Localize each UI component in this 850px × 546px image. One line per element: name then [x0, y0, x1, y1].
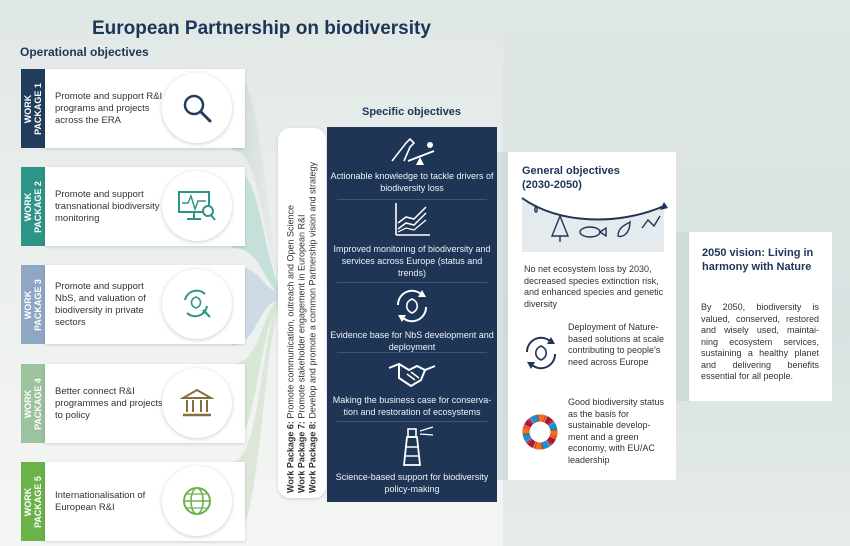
- vision-panel: 2050 vision: Living in harmony with Natu…: [689, 232, 832, 401]
- specific-text-3: Evidence base for NbS development and de…: [330, 330, 494, 352]
- separator: [337, 199, 487, 200]
- specific-text-4: Making the business case for conserva-ti…: [332, 395, 492, 417]
- leaf-magnifier-icon: [162, 269, 232, 339]
- wp3-label: WORK PACKAGE 3: [23, 278, 43, 331]
- horse-seesaw-icon: [391, 137, 435, 165]
- wp7-text: Promote stakeholder engagement in Europe…: [296, 214, 307, 422]
- wp4-label: WORK PACKAGE 4: [23, 377, 43, 430]
- page-title: European Partnership on biodiversity: [92, 18, 431, 39]
- separator: [337, 421, 487, 422]
- wp2-bar: WORK PACKAGE 2: [21, 167, 45, 246]
- general-text-3: Good biodiversity status as the basis fo…: [568, 397, 665, 465]
- biodiversity-curve-icon: [521, 197, 668, 252]
- wp4-text: Better connect R&I programmes and projec…: [55, 385, 163, 421]
- wp8-name: Work Package 8:: [307, 421, 318, 493]
- general-text-2: Deployment of Nature-based solutions at …: [568, 322, 665, 367]
- specific-panel: Actionable knowledge to tackle drivers o…: [327, 127, 497, 502]
- vision-text: By 2050, biodiversity is valued, conserv…: [701, 302, 819, 381]
- line-chart-icon: [395, 203, 430, 236]
- wp8-text: Develop and promote a common Partnership…: [307, 161, 318, 422]
- wp5-text: Internationalisation of European R&I: [55, 489, 146, 513]
- wp3-bar: WORK PACKAGE 3: [21, 265, 45, 344]
- separator: [337, 352, 487, 353]
- general-heading: General objectives (2030-2050): [522, 165, 620, 191]
- nbs-cycle-icon: [525, 336, 557, 370]
- wp4-bar: WORK PACKAGE 4: [21, 364, 45, 443]
- cross-work-packages: Work Package 6: Promote communication, o…: [278, 128, 326, 498]
- vision-title: 2050 vision: Living in harmony with Natu…: [702, 247, 814, 273]
- magnifier-icon: [162, 73, 232, 143]
- wp3-text: Promote and support NbS, and valuation o…: [55, 280, 146, 328]
- sdg-wheel-icon: [522, 414, 558, 450]
- wp6-name: Work Package 6:: [285, 421, 296, 493]
- specific-heading: Specific objectives: [362, 106, 462, 118]
- wp2-label: WORK PACKAGE 2: [23, 180, 43, 233]
- specific-text-5: Science-based support for biodiversity p…: [335, 472, 489, 494]
- wp5-label: WORK PACKAGE 5: [23, 475, 43, 528]
- wp2-text: Promote and support transnational biodiv…: [55, 188, 160, 224]
- wp1-label: WORK PACKAGE 1: [23, 82, 43, 135]
- specific-text-1: Actionable knowledge to tackle drivers o…: [330, 171, 494, 193]
- lighthouse-icon: [402, 426, 434, 466]
- general-panel: General objectives (2030-2050) No net ec…: [508, 152, 676, 480]
- wp7-line: Work Package 7: Promote stakeholder enga…: [297, 133, 308, 493]
- separator: [337, 282, 487, 283]
- general-text-1: No net ecosystem loss by 2030, decreased…: [524, 264, 664, 309]
- wp1-text: Promote and support R&I programs and pro…: [55, 90, 163, 126]
- specific-text-2: Improved monitoring of biodiversity and …: [333, 244, 491, 278]
- leaf-cycle-icon: [396, 289, 428, 323]
- monitor-chart-icon: [162, 171, 232, 241]
- institution-icon: [162, 368, 232, 438]
- wp8-line: Work Package 8: Develop and promote a co…: [308, 133, 319, 493]
- globe-icon: [162, 466, 232, 536]
- wp5-bar: WORK PACKAGE 5: [21, 462, 45, 541]
- handshake-icon: [388, 362, 436, 388]
- wp6-text: Promote communication, outreach and Open…: [285, 205, 296, 422]
- wp6-line: Work Package 6: Promote communication, o…: [286, 133, 297, 493]
- wp7-name: Work Package 7:: [296, 421, 307, 493]
- wp1-bar: WORK PACKAGE 1: [21, 69, 45, 148]
- operational-heading: Operational objectives: [20, 45, 149, 59]
